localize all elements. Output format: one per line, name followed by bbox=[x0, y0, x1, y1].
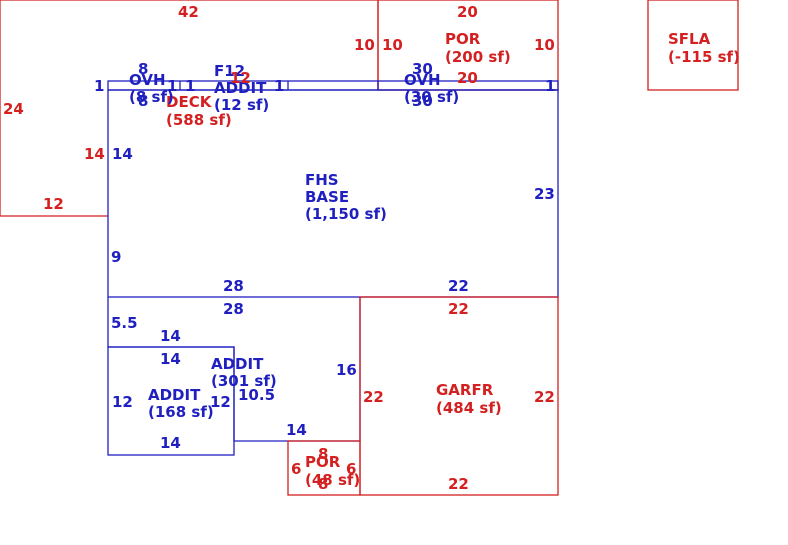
deck-name: DECK bbox=[166, 93, 213, 111]
dim-gar-top: 22 bbox=[448, 300, 469, 318]
dim-ovh-left-side-r: 1 bbox=[167, 77, 177, 95]
dim-a301-inner-top: 14 bbox=[160, 327, 181, 345]
dim-a168-bottom: 14 bbox=[160, 434, 181, 452]
dim-ovh-left-side-l: 1 bbox=[94, 77, 104, 95]
dim-addit-small-top: 12 bbox=[230, 69, 251, 87]
dim-por-top: 20 bbox=[457, 3, 478, 21]
dim-gar-left: 22 bbox=[363, 388, 384, 406]
addit-168-area: (168 sf) bbox=[148, 403, 214, 421]
dim-ovh-right-bottom: 30 bbox=[412, 92, 433, 110]
addit-301-area: (301 sf) bbox=[211, 372, 277, 390]
deck-area: (588 sf) bbox=[166, 111, 232, 129]
addit-small-name: ADDIT bbox=[214, 79, 267, 97]
por-top-name: POR bbox=[445, 30, 481, 48]
fhs-base-area: (1,150 sf) bbox=[305, 205, 387, 223]
dim-por-left-outer: 10 bbox=[354, 36, 375, 54]
dim-a301-right: 16 bbox=[336, 361, 357, 379]
por-top-area: (200 sf) bbox=[445, 48, 511, 66]
ovh-left-name: OVH bbox=[129, 71, 166, 89]
dim-base-right: 23 bbox=[534, 185, 555, 203]
porch-bottom-outline bbox=[287, 440, 361, 496]
garfr-area: (484 sf) bbox=[436, 399, 502, 417]
dim-por-right: 10 bbox=[534, 36, 555, 54]
fhs-base-outline bbox=[107, 89, 559, 298]
dim-base-left-top: 14 bbox=[112, 145, 133, 163]
addit-168-outline bbox=[107, 346, 235, 456]
dim-a168-right: 12 bbox=[210, 393, 231, 411]
addit-301-name: ADDIT bbox=[211, 355, 264, 373]
por-bottom-area: (48 sf) bbox=[305, 471, 360, 489]
sfla-area: (-115 sf) bbox=[668, 48, 740, 66]
addit-168-name: ADDIT bbox=[148, 386, 201, 404]
dim-base-bottom-left: 28 bbox=[223, 277, 244, 295]
dim-deck-bottom: 12 bbox=[43, 195, 64, 213]
dim-a301-inner-right: 10.5 bbox=[238, 386, 275, 404]
dim-ovh-left-top: 8 bbox=[138, 60, 148, 78]
sfla-outline bbox=[647, 0, 739, 91]
dim-ovh-right-top: 30 bbox=[412, 60, 433, 78]
dim-ovh-right-side: 1 bbox=[545, 77, 555, 95]
dim-deck-left: 24 bbox=[3, 100, 24, 118]
dim-a168-left: 12 bbox=[112, 393, 133, 411]
dim-deck-top: 42 bbox=[178, 3, 199, 21]
dim-porb-top: 8 bbox=[318, 445, 328, 463]
addit-small-area: (12 sf) bbox=[214, 96, 269, 114]
dim-por-bottom: 20 bbox=[457, 69, 478, 87]
ovh-left-area: (8 sf) bbox=[129, 88, 174, 106]
dim-a301-top: 28 bbox=[223, 300, 244, 318]
dim-porb-bottom: 8 bbox=[318, 475, 328, 493]
dim-deck-right: 14 bbox=[84, 145, 105, 163]
garfr-name: GARFR bbox=[436, 381, 494, 399]
sfla-name: SFLA bbox=[668, 30, 711, 48]
dim-por-left-inner: 10 bbox=[382, 36, 403, 54]
garage-outline bbox=[359, 296, 559, 496]
fhs-base-line1: FHS bbox=[305, 171, 339, 189]
addit-small-overlap: F12 bbox=[214, 62, 245, 80]
ovh-right-name: OVH bbox=[404, 71, 441, 89]
dim-porb-right: 6 bbox=[346, 460, 356, 478]
dim-a301-bottom: 14 bbox=[286, 421, 307, 439]
dim-addit-small-side-r: 1 bbox=[274, 77, 284, 95]
dim-porb-left: 6 bbox=[291, 460, 301, 478]
dim-a168-top: 14 bbox=[160, 350, 181, 368]
dim-base-bottom-right: 22 bbox=[448, 277, 469, 295]
fhs-base-line2: BASE bbox=[305, 188, 349, 206]
dim-ovh-left-bottom: 8 bbox=[138, 92, 148, 110]
ovh-right-area: (30 sf) bbox=[404, 88, 459, 106]
dim-gar-bottom: 22 bbox=[448, 475, 469, 493]
dim-base-left-bottom: 9 bbox=[111, 248, 121, 266]
dim-a301-left: 5.5 bbox=[111, 314, 138, 332]
dim-gar-right: 22 bbox=[534, 388, 555, 406]
por-bottom-name: POR bbox=[305, 453, 341, 471]
dim-addit-small-side-l: 1 bbox=[185, 77, 195, 95]
